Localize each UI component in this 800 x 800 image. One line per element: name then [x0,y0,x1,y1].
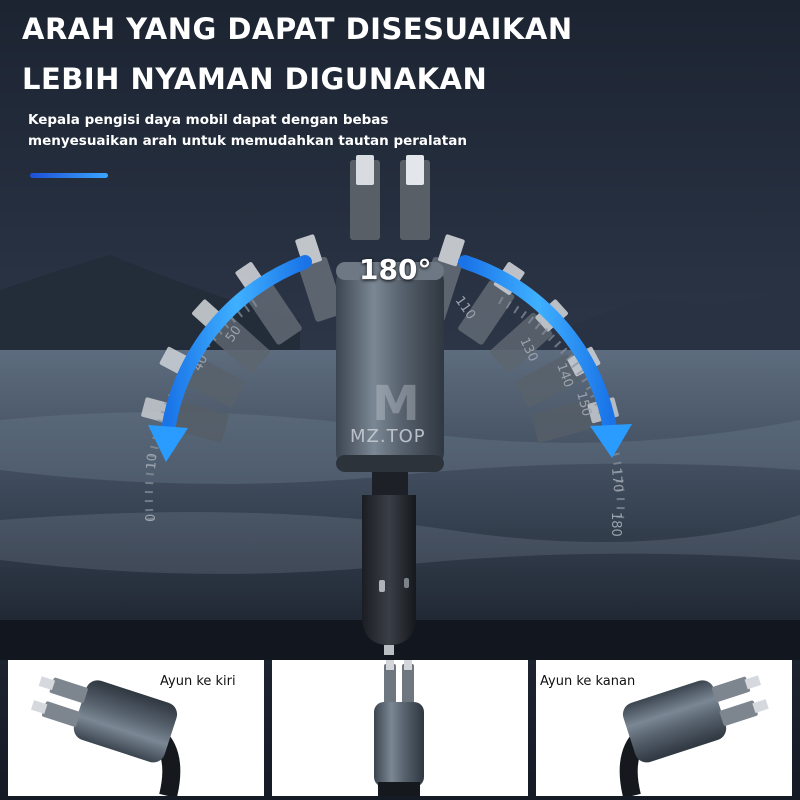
rotation-arrows [148,255,632,462]
panel-label-swing-right: Ayun ke kanan [540,674,636,689]
panel-center [272,660,528,796]
scale-tick-180: 180 [608,512,623,537]
description-line-2: menyesuaikan arah untuk memudahkan tauta… [28,133,467,149]
panel-swing-left: Ayun ke kiri [8,660,264,796]
headline-line-1: ARAH YANG DAPAT DISESUAIKAN [22,12,573,46]
brand-watermark: MZ.TOP [350,426,426,447]
scale-tick-10: 10 [144,453,160,471]
accent-bar [30,173,108,178]
rotation-angle-label: 180° [359,253,432,286]
charger-swing-left-image [30,676,181,796]
scale-tick-0: 0 [144,514,159,522]
charger-upright-image [374,660,424,796]
charger-swing-right-image [619,675,769,796]
car-charger: M [336,155,444,655]
brand-logo: M [372,376,420,432]
description-line-1: Kepala pengisi daya mobil dapat dengan b… [28,112,389,128]
panel-swing-right: Ayun ke kanan [536,660,792,796]
scale-tick-170: 170 [608,467,625,493]
panel-label-swing-left: Ayun ke kiri [160,674,236,689]
headline-line-2: LEBIH NYAMAN DIGUNAKAN [22,62,488,96]
scale-tick-150: 150 [573,390,594,418]
